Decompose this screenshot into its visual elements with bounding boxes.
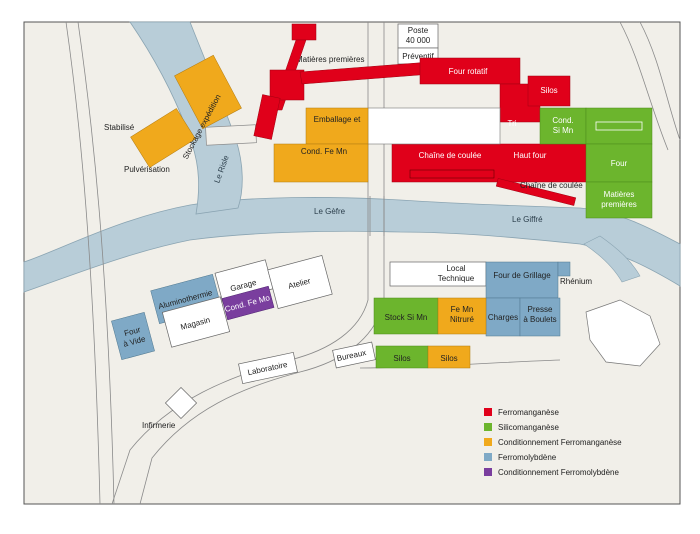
legend-label: Ferromanganèse — [498, 408, 559, 417]
tri-label: Tri — [507, 119, 516, 128]
central-building — [367, 107, 501, 145]
poste-label: Poste — [408, 26, 429, 35]
preventif-label: Préventif — [402, 52, 434, 61]
legend: FerromanganèseSilicomanganèseConditionne… — [484, 408, 622, 477]
infirmerie-label: Infirmerie — [142, 421, 176, 430]
laboratoire-building — [238, 351, 298, 385]
bridge-risle — [205, 124, 257, 146]
rhenium-building — [557, 261, 571, 277]
cond-si-mn-label-2: Si Mn — [553, 126, 573, 135]
river-giffre-label: Le Giffré — [512, 215, 543, 224]
fe-mn-nitrure-label-2: Nitruré — [450, 315, 475, 324]
silicomanganese-slot — [595, 121, 643, 131]
matieres-premieres-top-label: Matières premières — [296, 55, 364, 64]
four-rotatif-label: Four rotatif — [449, 67, 488, 76]
chaine-de-coulee-label: Chaîne de coulée — [520, 181, 583, 190]
legend-swatch — [484, 408, 492, 416]
river-branch-right — [583, 235, 641, 283]
pulverisation-label: Pulvérisation — [124, 165, 170, 174]
poste-building: Poste 40 000 Préventif — [397, 23, 439, 65]
silos-top-label: Silos — [540, 86, 557, 95]
map-frame — [23, 21, 681, 505]
charges-label: Charges — [488, 313, 518, 322]
fe-mn-nitrure-label-1: Fe Mn — [451, 305, 474, 314]
local-technique-label-2: Technique — [438, 274, 475, 283]
legend-label: Conditionnement Ferromanganèse — [498, 438, 622, 447]
cond-si-mn-label-1: Cond. — [552, 116, 573, 125]
silos-orange-label: Silos — [440, 354, 457, 363]
matieres-premieres-right-label-1: Matières — [604, 190, 635, 199]
poste-kv-label: 40 000 — [406, 36, 431, 45]
infirmerie-building — [164, 386, 198, 420]
conditionnement-fe-mn-group — [130, 54, 369, 183]
coulee-label: Chaîne de coulée — [419, 151, 482, 160]
river-gefre — [23, 197, 681, 293]
workshop-buildings — [161, 255, 333, 348]
bureaux-building — [332, 341, 376, 369]
four-de-grillage-label: Four de Grillage — [493, 271, 551, 280]
four-right-label: Four — [611, 159, 628, 168]
cond-fe-mo-building — [221, 285, 275, 321]
presse-label-1: Presse — [528, 305, 553, 314]
legend-label: Conditionnement Ferromolybdène — [498, 468, 620, 477]
ferromanganese-group — [253, 23, 587, 206]
stock-si-mn-label: Stock Si Mn — [385, 313, 428, 322]
legend-swatch — [484, 453, 492, 461]
silicomanganese-group — [539, 107, 653, 219]
legend-label: Silicomanganèse — [498, 423, 559, 432]
stabilise-label: Stabilisé — [104, 123, 135, 132]
legend-label: Ferromolybdène — [498, 453, 557, 462]
right-outline-building — [585, 299, 661, 367]
rhenium-label: Rhénium — [560, 277, 592, 286]
legend-swatch — [484, 423, 492, 431]
river-gefre-label: Le Gèfre — [314, 207, 346, 216]
local-technique-building — [389, 261, 487, 287]
four-a-vide-label-1: Four — [123, 325, 142, 338]
silos-green-label: Silos — [393, 354, 410, 363]
legend-swatch — [484, 438, 492, 446]
emballage-label-2: Cond. Fe Mn — [301, 147, 347, 156]
presse-label-2: à Boulets — [523, 315, 556, 324]
matieres-premieres-right-label-2: premières — [601, 200, 637, 209]
lower-production-blocks — [373, 297, 487, 369]
coulee-channel — [409, 169, 495, 179]
haut-four-label: Haut four — [514, 151, 547, 160]
local-technique-label-1: Local — [446, 264, 465, 273]
emballage-label-1: Emballage et — [314, 115, 361, 124]
roads — [65, 21, 681, 505]
legend-swatch — [484, 468, 492, 476]
